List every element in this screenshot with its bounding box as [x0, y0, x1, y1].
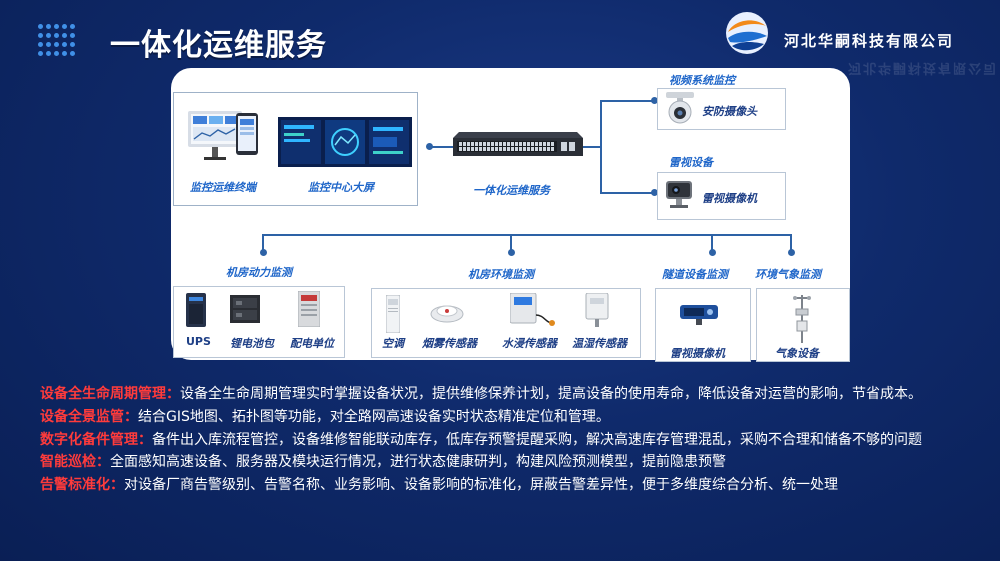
pdu-cabinet-icon	[298, 291, 320, 327]
feature-item: 数字化备件管理：备件出入库流程管控，设备维修智能联动库存，低库存预警提醒采购，解…	[40, 429, 975, 452]
ac-label: 空调	[382, 337, 404, 350]
feature-text: 结合GIS地图、拓扑图等功能，对全路网高速设备实时状态精准定位和管理。	[138, 408, 610, 425]
connector-node	[651, 97, 658, 104]
connector-line	[431, 146, 453, 148]
radar-camera-box: 雷视摄像机	[657, 172, 786, 220]
air-conditioner-icon	[386, 295, 400, 333]
feature-text: 全面感知高速设备、服务器及模块运行情况，进行状态健康研判，构建风险预测模型，提前…	[110, 454, 726, 471]
decor-dots-icon	[38, 24, 78, 58]
connector-node	[260, 249, 267, 256]
ups-icon	[186, 293, 206, 327]
bigscreen-label: 监控中心大屏	[308, 181, 374, 194]
weather-group-label: 环境气象监测	[755, 268, 821, 281]
tunnel-radar-camera-icon	[680, 305, 718, 325]
water-sensor-icon	[510, 293, 555, 326]
dome-camera-icon	[666, 92, 694, 124]
tunnel-camera-label: 雷视摄像机	[670, 347, 725, 360]
smoke-label: 烟雾传感器	[422, 337, 477, 350]
temp-humidity-sensor-icon	[585, 293, 609, 327]
temp-label: 温湿传感器	[572, 337, 627, 350]
feature-text: 设备全生命周期管理实时掌握设备状况，提供维修保养计划，提高设备的使用寿命，降低设…	[180, 386, 922, 402]
weather-station-icon	[793, 295, 811, 343]
feature-text: 备件出入库流程管控，设备维修智能联动库存，低库存预警提醒采购，解决高速库存管理混…	[152, 431, 922, 448]
battery-label: 锂电池包	[230, 337, 274, 350]
bus-line	[262, 234, 791, 236]
connector-node	[788, 249, 795, 256]
network-switch-icon	[453, 132, 583, 156]
connector-node	[426, 143, 433, 150]
env-box: 空调 烟雾传感器 水浸传感器 温湿传感器	[371, 288, 641, 358]
weather-device-label: 气象设备	[775, 347, 819, 360]
feature-key: 设备全景监管：	[40, 408, 138, 425]
page-title: 一体化运维服务	[110, 28, 327, 63]
feature-item: 设备全景监管：结合GIS地图、拓扑图等功能，对全路网高速设备实时状态精准定位和管…	[40, 406, 975, 429]
security-camera-label: 安防摄像头	[702, 105, 757, 118]
bus-drop	[510, 234, 512, 252]
feature-key: 数字化备件管理：	[40, 431, 152, 448]
power-box: UPS 锂电池包 配电单位	[173, 286, 345, 358]
tunnel-box: 雷视摄像机	[655, 288, 751, 362]
feature-key: 告警标准化：	[40, 477, 124, 494]
tablet-icon	[236, 113, 258, 155]
diagram-panel: 监控运维终端 监控中心大屏 一体化运维服务 视频	[171, 68, 850, 362]
radar-group-label: 雷视设备	[669, 156, 713, 169]
weather-box: 气象设备	[756, 288, 850, 362]
bus-drop	[711, 234, 713, 252]
connector-line	[600, 100, 654, 102]
feature-item: 设备全生命周期管理：设备全生命周期管理实时掌握设备状况，提供维修保养计划，提高设…	[40, 383, 975, 406]
security-camera-box: 安防摄像头	[657, 88, 786, 130]
terminal-label: 监控运维终端	[190, 181, 256, 194]
company-logo-icon	[726, 12, 768, 54]
big-screen-icon	[278, 117, 412, 167]
switch-label: 一体化运维服务	[473, 184, 550, 197]
video-group-label: 视频系统监控	[669, 74, 735, 87]
feature-key: 智能巡检：	[40, 454, 110, 471]
env-group-label: 机房环境监测	[468, 268, 534, 281]
radar-camera-label: 雷视摄像机	[702, 192, 757, 205]
battery-pack-icon	[230, 295, 260, 323]
connector-node	[651, 189, 658, 196]
tunnel-group-label: 隧道设备监测	[662, 268, 728, 281]
connector-line	[600, 192, 654, 194]
company-name-reflection: 河北华嗣科技有限公司	[848, 60, 999, 75]
feature-item: 智能巡检：全面感知高速设备、服务器及模块运行情况，进行状态健康研判，构建风险预测…	[40, 451, 975, 474]
company-name: 河北华嗣科技有限公司	[784, 32, 955, 50]
feature-text: 对设备厂商告警级别、告警名称、业务影响、设备影响的标准化，屏蔽告警差异性，便于多…	[124, 477, 838, 494]
bus-drop	[262, 234, 264, 252]
connector-line	[600, 100, 602, 192]
radar-camera-icon	[666, 181, 692, 208]
smoke-sensor-icon	[430, 305, 464, 323]
bus-drop	[790, 234, 792, 252]
ups-label: UPS	[186, 335, 211, 348]
monitor-terminal-icon	[188, 111, 242, 160]
power-group-label: 机房动力监测	[226, 266, 292, 279]
connector-node	[508, 249, 515, 256]
terminals-box: 监控运维终端 监控中心大屏	[173, 92, 418, 206]
feature-item: 告警标准化：对设备厂商告警级别、告警名称、业务影响、设备影响的标准化，屏蔽告警差…	[40, 474, 975, 497]
feature-key: 设备全生命周期管理：	[40, 386, 180, 402]
pdu-label: 配电单位	[290, 337, 334, 350]
feature-list: 设备全生命周期管理：设备全生命周期管理实时掌握设备状况，提供维修保养计划，提高设…	[40, 383, 975, 497]
water-label: 水浸传感器	[502, 337, 557, 350]
connector-node	[709, 249, 716, 256]
connector-line	[583, 146, 601, 148]
